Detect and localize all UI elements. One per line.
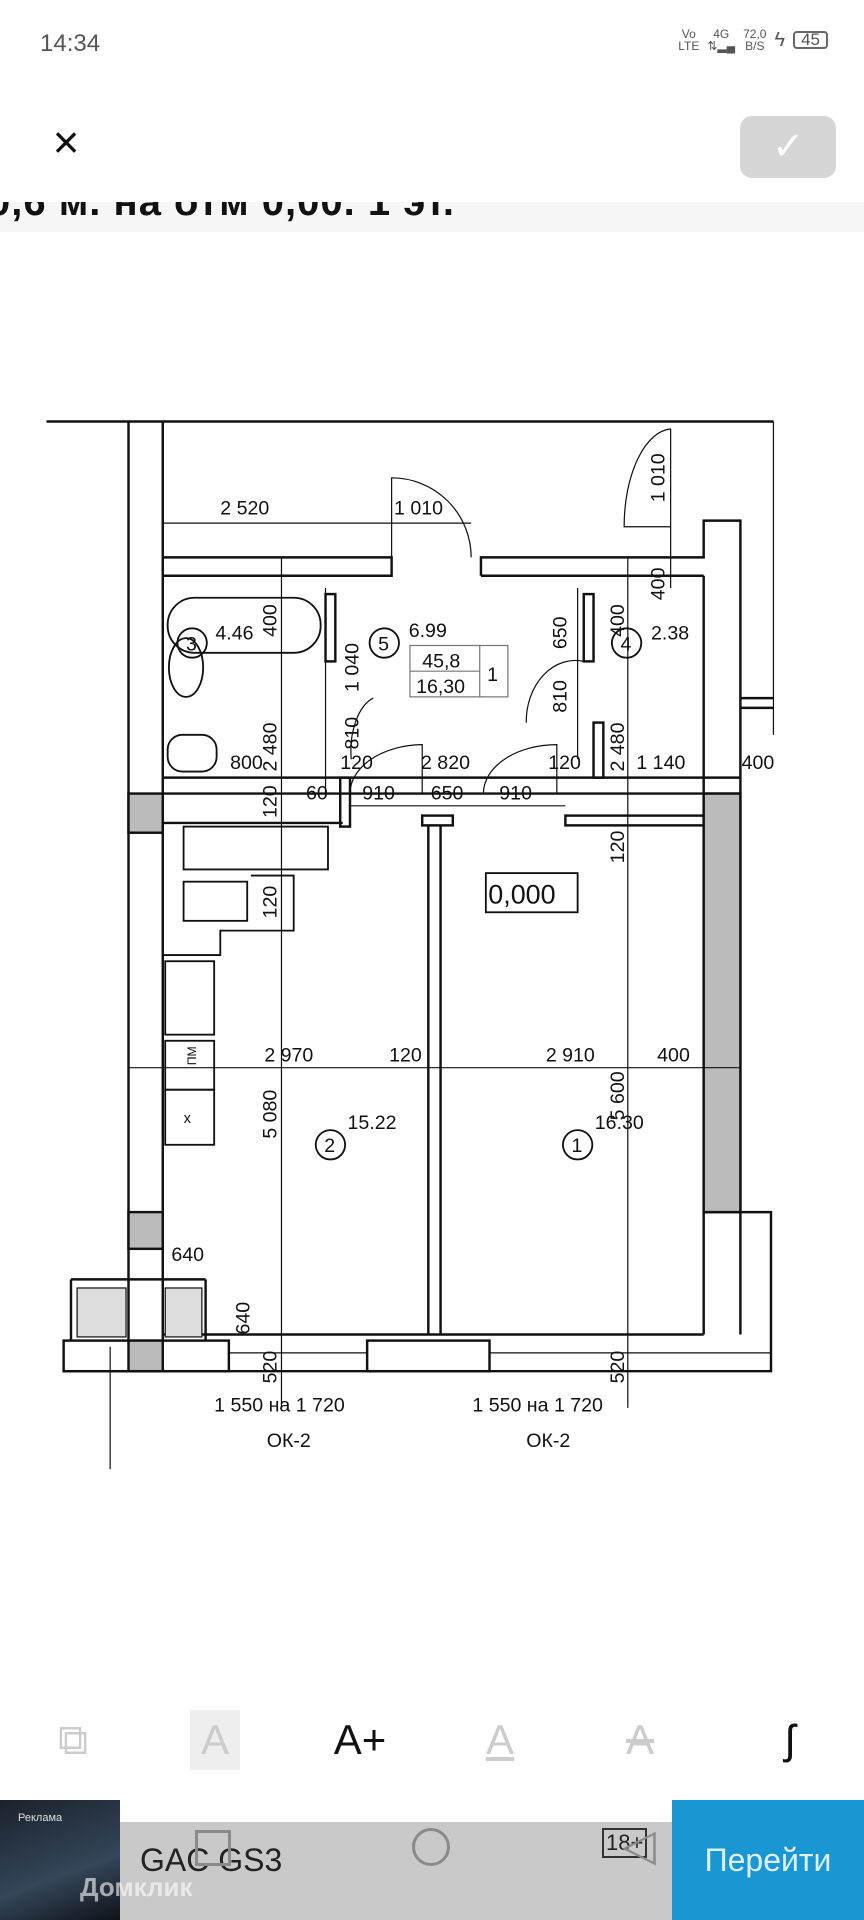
room-number: 1 [572,1135,583,1157]
dim-label: 810 [550,680,572,713]
home-icon[interactable] [412,1828,450,1866]
status-time: 14:34 [40,30,101,57]
battery-icon: 45 [793,31,828,49]
apartment-total-area: 45,8 [422,651,460,673]
dim-label: 2 970 [264,1045,313,1067]
dim-label: 910 [362,783,395,805]
copy-icon[interactable]: ⧉ [58,1716,88,1763]
dim-label: 5 600 [607,1071,629,1120]
dim-label: 640 [171,1244,204,1266]
doors [349,428,671,794]
level-mark: 0,000 [488,880,555,910]
freehand-draw-icon[interactable]: ʃ [785,1716,795,1763]
document-title-strip: 0,6 м. на отм 0,00. 1 эт. [0,202,864,232]
check-icon: ✓ [772,126,804,168]
strikethrough-icon[interactable]: A [625,1716,654,1763]
dim-label: 2 910 [546,1045,595,1067]
highlight-icon[interactable]: A [190,1710,240,1770]
dim-label: 650 [550,616,572,649]
washer-label: x [184,1111,192,1127]
dim-label: 400 [657,1045,690,1067]
dim-label: 800 [230,752,263,774]
dim-label: 400 [648,567,670,600]
signal-icon: 4G [713,27,730,41]
window-size: 1 550 на 1 720 [214,1395,345,1417]
apartment-living-area: 16,30 [416,676,465,698]
confirm-button[interactable]: ✓ [740,116,836,178]
room-labels: 2 15.22 1 16.30 3 4.46 4 2.38 5 6.99 45,8 16,… [176,620,689,1452]
underline-icon[interactable]: A [485,1716,514,1763]
dim-label: 120 [260,886,282,919]
text-size-increase-icon[interactable]: A+ [333,1716,387,1763]
dim-label: 400 [260,604,282,637]
ad-title: GAC GS3 [140,1842,283,1878]
markup-toolbar: ⧉ A A+ A A ʃ [0,1690,864,1790]
room-number: 5 [378,633,389,655]
room-area: 16.30 [595,1112,644,1134]
room-area: 2.38 [651,622,689,644]
apartment-rooms: 1 [487,664,498,686]
dim-label: 2 820 [421,752,470,774]
ad-cta-button[interactable]: Перейти [672,1800,864,1920]
dim-label: 120 [340,752,373,774]
document-title-fragment: 0,6 м. на отм 0,00. 1 эт. [0,202,455,224]
dimension-labels: 2 520 1 010 1 010 400 400 400 650 1 040 … [171,453,774,1383]
room-number: 3 [186,633,197,655]
dim-label: 5 080 [260,1090,282,1139]
dim-label: 120 [548,752,581,774]
dim-label: 810 [342,717,364,750]
window-mark: ОК-2 [526,1430,570,1452]
window-size: 1 550 на 1 720 [472,1395,603,1417]
dim-label: 2 480 [607,722,629,771]
dim-label: 1 010 [648,453,670,502]
lte-label: LTE [678,39,700,53]
dim-label: 640 [233,1302,255,1335]
dim-label: 1 010 [394,498,443,520]
walls [46,420,775,1470]
dim-label: 2 480 [260,722,282,771]
ad-thumbnail: Реклама [0,1800,120,1920]
dim-label: 400 [742,752,775,774]
fixtures [162,596,329,1146]
room-area: 15.22 [348,1112,397,1134]
window-mark: ОК-2 [267,1430,311,1452]
ad-brand-watermark: Домклик [80,1872,193,1902]
fridge-label: ПМ [185,1046,199,1065]
volte-label: Vo [681,27,696,41]
close-icon[interactable]: × [52,116,80,168]
net-speed: 72,0 [743,27,767,41]
dim-label: 520 [607,1351,629,1384]
room-area: 4.46 [215,622,253,644]
dim-label: 1 040 [342,643,364,692]
back-icon[interactable]: ◁ [622,1821,656,1870]
dim-label: 60 [306,783,328,805]
recents-icon[interactable] [195,1830,231,1866]
dim-label: 2 520 [220,498,269,520]
hatched-columns [127,792,742,1373]
room-number: 4 [620,633,631,655]
dim-label: 520 [260,1351,282,1384]
dim-label: 910 [499,783,532,805]
editor-header: × ✓ [0,90,864,202]
age-rating: 18+ [602,1828,648,1858]
dimension-lines [128,428,741,1408]
dim-label: 120 [607,831,629,864]
charging-icon: ϟ [774,29,786,51]
dim-label: 120 [389,1045,422,1067]
dim-label: 120 [260,785,282,818]
ad-banner[interactable]: Реклама GAC GS3 18+ Домклик Перейти ◁ [0,1800,864,1920]
room-area: 6.99 [409,620,447,642]
room-number: 2 [324,1135,335,1157]
net-speed-unit: B/S [745,39,765,53]
dim-label: 650 [431,783,464,805]
dim-label: 1 140 [636,752,685,774]
ad-label: Реклама [18,1812,63,1824]
